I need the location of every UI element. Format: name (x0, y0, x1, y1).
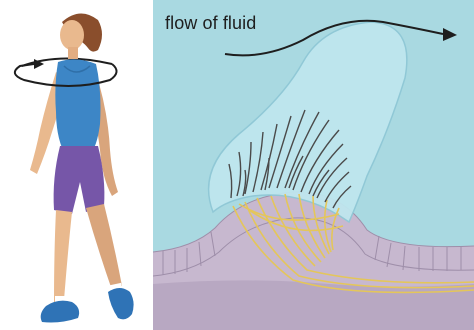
back-leg (86, 204, 122, 290)
walking-woman-illustration (0, 0, 152, 330)
flow-of-fluid-label: flow of fluid (165, 13, 256, 34)
crista-ampullaris-illustration (153, 0, 474, 330)
back-shoe (108, 288, 134, 319)
purple-shorts (54, 146, 105, 214)
front-shoe (41, 301, 79, 323)
head (60, 20, 84, 50)
flow-arrowhead-icon (443, 28, 457, 41)
front-leg (54, 210, 72, 302)
ampulla-crista-diagram: flow of fluid (153, 0, 474, 330)
person-illustration-panel (0, 0, 152, 330)
neck (68, 47, 78, 59)
